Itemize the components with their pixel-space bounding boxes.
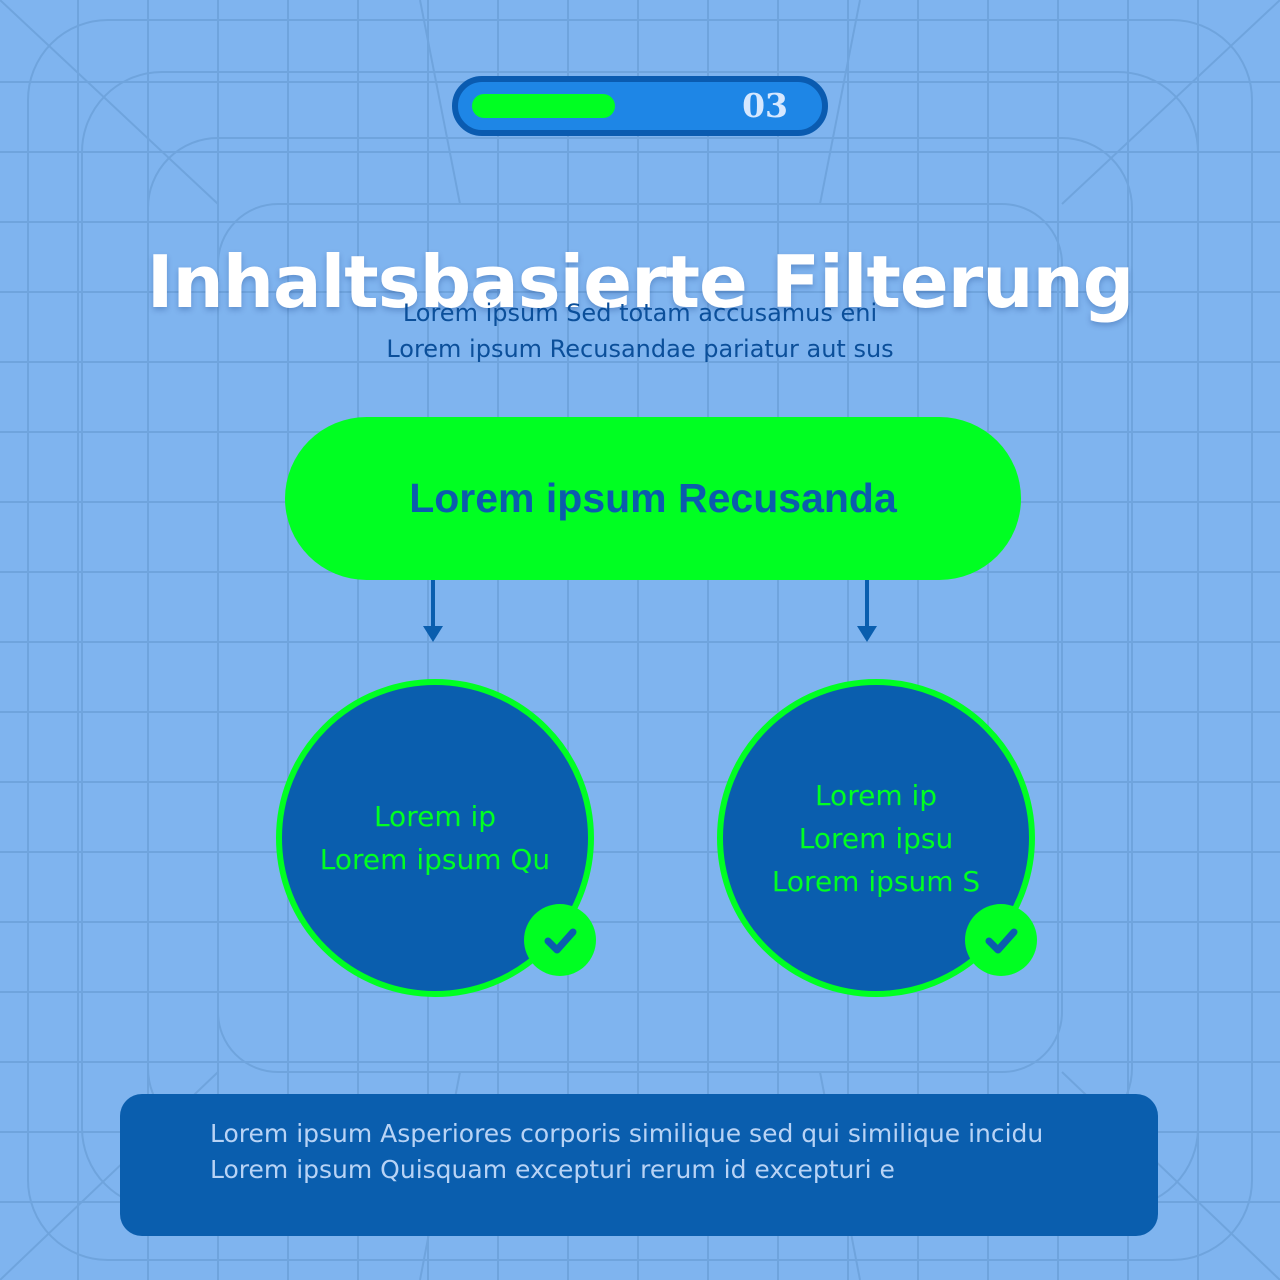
main-node-label: Lorem ipsum Recusanda xyxy=(409,475,897,521)
right-check-badge xyxy=(965,904,1037,976)
bottom-text-line-1: Lorem ipsum Asperiores corporis similiqu… xyxy=(210,1119,1044,1148)
arrow-left xyxy=(423,580,443,642)
right-node: Lorem ip Lorem ipsu Lorem ipsum S xyxy=(717,679,1035,997)
check-icon xyxy=(985,928,1018,954)
main-node: Lorem ipsum Recusanda xyxy=(285,417,1021,580)
subtitle-line-2: Lorem ipsum Recusandae pariatur aut sus xyxy=(386,335,894,363)
bottom-text-line-2: Lorem ipsum Quisquam excepturi rerum id … xyxy=(210,1155,895,1184)
right-node-line-1: Lorem ip xyxy=(814,778,938,812)
left-node-line-1: Lorem ip xyxy=(373,800,497,833)
progress-fill xyxy=(472,94,615,118)
check-icon xyxy=(544,928,577,954)
bottom-text-box: Lorem ipsum Asperiores corporis similiqu… xyxy=(120,1094,1158,1236)
progress-indicator: 03 xyxy=(452,76,828,136)
page-title: Inhaltsbasierte Filterung xyxy=(146,240,1135,324)
step-number: 03 xyxy=(742,86,788,125)
arrow-right xyxy=(857,580,877,642)
progress-track xyxy=(472,94,702,118)
subtitle-line-1: Lorem ipsum Sed totam accusamus eni xyxy=(402,299,878,327)
right-node-line-3: Lorem ipsum S xyxy=(771,864,981,898)
left-check-badge xyxy=(524,904,596,976)
right-node-line-2: Lorem ipsu xyxy=(798,821,954,855)
left-node-line-2: Lorem ipsum Qu xyxy=(319,843,551,876)
